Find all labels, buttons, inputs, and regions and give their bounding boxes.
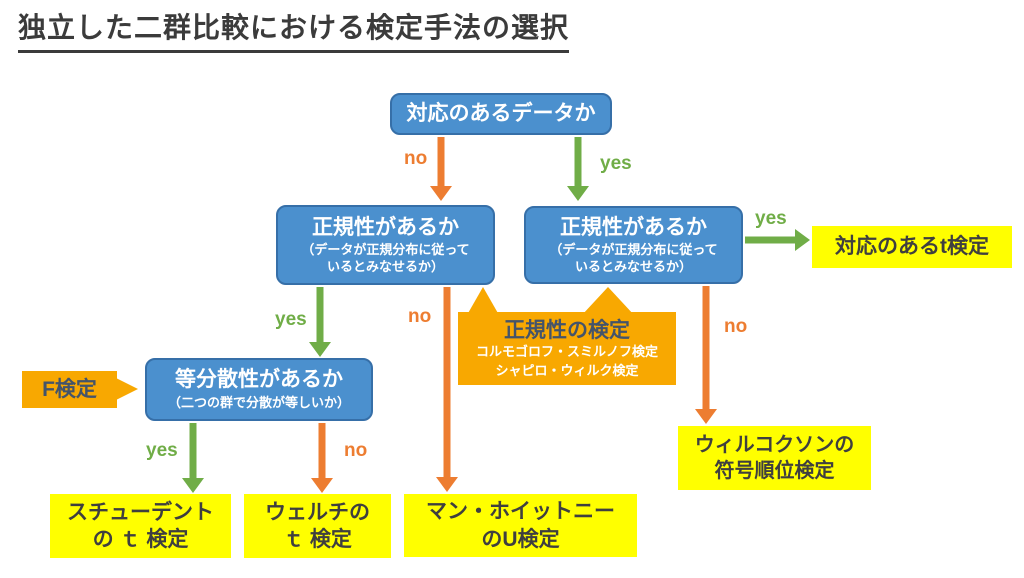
arrow-head: [182, 478, 204, 493]
node-normality-left-sub2: いるとみなせるか）: [326, 258, 444, 274]
edge-norm-left-yes-label: yes: [275, 309, 307, 330]
normality-callout-pointer-right-icon: [582, 287, 634, 315]
arrow-shaft: [574, 137, 582, 189]
edge-paired-no-label: no: [404, 148, 428, 169]
arrow-shaft: [745, 236, 798, 244]
result-wilcoxon-test: ウィルコクソンの 符号順位検定: [678, 426, 871, 490]
node-normality-right-label: 正規性があるか: [560, 215, 707, 239]
normality-callout-line2: シャピロ・ウィルク検定: [495, 363, 639, 379]
edge-equal-var-no-arrow-icon: [311, 423, 333, 493]
result-paired-t-test: 対応のあるt検定: [812, 226, 1012, 268]
edge-equal-var-no-label: no: [344, 440, 368, 461]
normality-test-callout: 正規性の検定 コルモゴロフ・スミルノフ検定 シャピロ・ウィルク検定: [458, 312, 676, 385]
edge-norm-right-no-arrow-icon: [695, 286, 717, 424]
edge-norm-right-yes-label: yes: [755, 208, 787, 229]
arrow-shaft: [443, 287, 451, 480]
result-wilcoxon-line2: 符号順位検定: [714, 460, 835, 482]
node-equal-variance-question: 等分散性があるか （二つの群で分散が等しいか）: [145, 358, 373, 421]
node-normality-left-sub1: （データが正規分布に従って: [301, 241, 470, 257]
arrow-head: [436, 477, 458, 492]
edge-paired-yes-arrow-icon: [567, 137, 589, 201]
edge-equal-var-yes-label: yes: [146, 440, 178, 461]
result-welch-line1: ウェルチの: [265, 500, 370, 524]
edge-equal-var-yes-arrow-icon: [182, 423, 204, 493]
arrow-head: [311, 478, 333, 493]
f-test-callout-label: F検定: [42, 377, 97, 401]
arrow-shaft: [702, 286, 710, 412]
arrow-head: [430, 186, 452, 201]
arrow-shaft: [316, 287, 324, 345]
node-normality-right-sub1: （データが正規分布に従って: [549, 241, 718, 257]
result-mann-whitney-line1: マン・ホイットニー: [426, 500, 615, 524]
edge-norm-right-yes-arrow-icon: [745, 229, 810, 251]
edge-paired-no-arrow-icon: [430, 137, 452, 201]
result-student-line1: スチューデント: [67, 500, 214, 524]
node-equal-variance-sub: （二つの群で分散が等しいか）: [167, 394, 350, 410]
result-welch-line2: ｔ 検定: [283, 528, 352, 551]
arrow-shaft: [318, 423, 326, 481]
result-student-line2: の ｔ 検定: [92, 528, 189, 551]
arrow-head: [309, 342, 331, 357]
arrow-head: [695, 409, 717, 424]
result-wilcoxon-line1: ウィルコクソンの: [694, 434, 855, 456]
result-mann-whitney-line2: のU検定: [481, 527, 560, 551]
node-normality-right-question: 正規性があるか （データが正規分布に従って いるとみなせるか）: [524, 206, 743, 284]
result-student-t-test: スチューデント の ｔ 検定: [50, 494, 231, 558]
page-title: 独立した二群比較における検定手法の選択: [18, 6, 570, 53]
arrow-head: [567, 186, 589, 201]
node-normality-right-sub2: いるとみなせるか）: [574, 258, 692, 274]
edge-norm-left-no-label: no: [408, 306, 432, 327]
normality-callout-title: 正規性の検定: [504, 319, 630, 342]
result-welch-t-test: ウェルチの ｔ 検定: [244, 494, 391, 558]
node-normality-left-label: 正規性があるか: [312, 215, 459, 239]
arrow-head: [795, 229, 810, 251]
f-test-callout-pointer-icon: [116, 378, 138, 400]
normality-callout-pointer-left-icon: [467, 287, 499, 315]
f-test-callout: F検定: [22, 371, 117, 408]
node-equal-variance-label: 等分散性があるか: [175, 368, 343, 392]
edge-norm-right-no-label: no: [724, 316, 748, 337]
edge-norm-left-no-arrow-icon: [436, 287, 458, 492]
normality-callout-line1: コルモゴロフ・スミルノフ検定: [475, 344, 658, 360]
edge-norm-left-yes-arrow-icon: [309, 287, 331, 357]
arrow-shaft: [189, 423, 197, 481]
node-paired-data-question: 対応のあるデータか: [390, 93, 612, 135]
edge-paired-yes-label: yes: [600, 153, 632, 174]
result-paired-t-test-label: 対応のあるt検定: [835, 235, 989, 259]
node-paired-data-label: 対応のあるデータか: [406, 102, 596, 126]
arrow-shaft: [437, 137, 445, 189]
node-normality-left-question: 正規性があるか （データが正規分布に従って いるとみなせるか）: [276, 205, 495, 285]
result-mann-whitney-test: マン・ホイットニー のU検定: [404, 494, 637, 557]
